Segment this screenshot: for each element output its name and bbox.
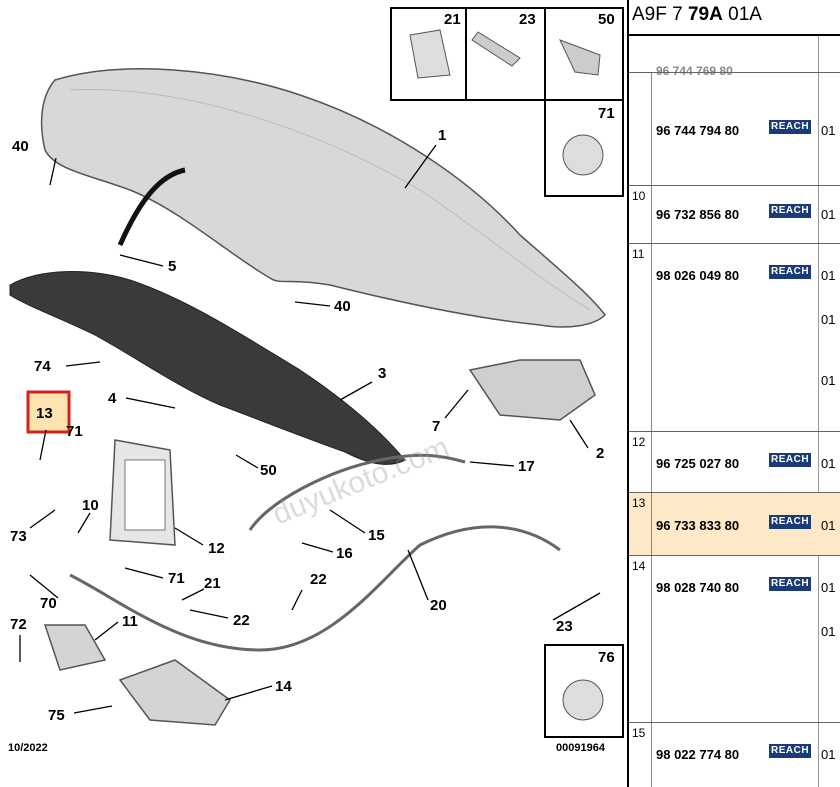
row-qty: 01 xyxy=(821,456,836,471)
reach-badge: REACH xyxy=(769,515,812,529)
part-number[interactable]: 96 725 027 80 xyxy=(656,456,740,471)
catalog-code: A9F 7 79A 01A xyxy=(632,4,762,26)
deflector[interactable] xyxy=(118,659,231,726)
callout: 5 xyxy=(168,258,176,275)
reach-badge: REACH xyxy=(769,744,812,758)
callout-labels: 1 2 3 4 5 7 10 11 12 13 14 15 16 17 20 2… xyxy=(10,127,604,724)
row-index: 15 xyxy=(629,723,652,787)
table-qty-divider xyxy=(818,36,819,787)
table-row[interactable]: 12 96 725 027 80 REACH 01 xyxy=(629,431,840,492)
insulation-pad[interactable] xyxy=(9,271,406,465)
inset-label: 76 xyxy=(598,649,615,666)
row-qty: 01 xyxy=(821,624,836,639)
row-qty: 01 xyxy=(821,747,836,762)
callout: 11 xyxy=(122,613,138,630)
callout: 12 xyxy=(208,540,225,557)
code-bold: 79A xyxy=(687,4,723,25)
callout: 2 xyxy=(596,445,604,462)
row-index: 14 xyxy=(629,556,652,722)
hood-hinge[interactable] xyxy=(468,359,596,421)
row-index: 13 xyxy=(629,493,652,555)
callout: 50 xyxy=(260,462,277,479)
callout: 71 xyxy=(168,570,185,587)
row-qty: 01 xyxy=(821,373,836,388)
code-suffix: 01A xyxy=(722,4,762,25)
hood-panel[interactable] xyxy=(40,68,606,328)
callout: 72 xyxy=(10,616,27,633)
callout: 74 xyxy=(34,358,51,375)
callout: 17 xyxy=(518,458,535,475)
diagram-ref: 00091964 xyxy=(556,742,606,754)
callout: 70 xyxy=(40,595,57,612)
callout: 71 xyxy=(66,423,83,440)
table-row[interactable]: 14 98 028 740 80 REACH 01 01 xyxy=(629,555,840,722)
support-rod[interactable] xyxy=(248,453,466,531)
release-cable[interactable] xyxy=(69,525,561,652)
reach-badge: REACH xyxy=(769,120,812,134)
table-row[interactable]: 96 744 794 80 REACH 01 xyxy=(629,72,840,185)
part-number[interactable]: 96 733 833 80 xyxy=(656,518,740,533)
callout: 20 xyxy=(430,597,447,614)
table-row[interactable]: 15 98 022 774 80 REACH 01 xyxy=(629,722,840,787)
callout: 21 xyxy=(204,575,221,592)
part-number[interactable]: 98 026 049 80 xyxy=(656,268,740,283)
callout: 13 xyxy=(36,405,53,422)
callout: 15 xyxy=(368,527,385,544)
parts-diagram: 21 23 50 71 76 1 2 3 4 5 7 10 11 12 13 1… xyxy=(8,7,624,754)
callout: 22 xyxy=(233,612,250,629)
callout: 23 xyxy=(556,618,573,635)
callout: 40 xyxy=(334,298,351,315)
row-qty: 01 xyxy=(821,268,836,283)
part-number[interactable]: 96 744 794 80 xyxy=(656,123,740,138)
table-row[interactable]: 11 98 026 049 80 REACH 01 01 01 xyxy=(629,243,840,431)
inset-labels: 21 23 50 71 76 xyxy=(444,11,615,666)
callout: 14 xyxy=(275,678,292,695)
reach-badge: REACH xyxy=(769,204,812,218)
inset-label: 50 xyxy=(598,11,615,28)
row-index: 12 xyxy=(629,432,652,492)
callout: 10 xyxy=(82,497,99,514)
table-row[interactable]: 13 96 733 833 80 REACH 01 xyxy=(629,492,840,555)
header-divider xyxy=(629,34,840,36)
inset-label: 21 xyxy=(444,11,461,28)
inset-label: 23 xyxy=(519,11,536,28)
reach-badge: REACH xyxy=(769,265,812,279)
code-prefix: A9F 7 xyxy=(632,4,688,25)
callout: 22 xyxy=(310,571,327,588)
selected-callout-box[interactable] xyxy=(26,390,71,434)
row-index: 11 xyxy=(629,244,652,431)
callout: 7 xyxy=(432,418,440,435)
row-qty: 01 xyxy=(821,312,836,327)
callout: 3 xyxy=(378,365,386,382)
callout: 75 xyxy=(48,707,65,724)
inset-label: 71 xyxy=(598,105,615,122)
part-number[interactable]: 98 028 740 80 xyxy=(656,580,740,595)
row-qty: 01 xyxy=(821,580,836,595)
callout: 16 xyxy=(336,545,353,562)
callout: 73 xyxy=(10,528,27,545)
row-qty: 01 xyxy=(821,123,836,138)
leader-lines xyxy=(19,144,601,714)
part-number[interactable]: 96 732 856 80 xyxy=(656,207,740,222)
panel-separator xyxy=(627,0,629,787)
row-qty: 01 xyxy=(821,207,836,222)
callout: 40 xyxy=(12,138,29,155)
callout: 4 xyxy=(108,390,117,407)
row-index xyxy=(629,73,652,185)
cropped-part-number: 96 744 769 80 xyxy=(656,64,733,78)
callout: 1 xyxy=(438,127,446,144)
part-number[interactable]: 98 022 774 80 xyxy=(656,747,740,762)
reach-badge: REACH xyxy=(769,577,812,591)
diagram-date: 10/2022 xyxy=(8,742,48,754)
bracket[interactable] xyxy=(43,624,107,671)
table-row[interactable]: 10 96 732 856 80 REACH 01 xyxy=(629,185,840,243)
reach-badge: REACH xyxy=(769,453,812,467)
row-index: 10 xyxy=(629,186,652,243)
row-qty: 01 xyxy=(821,518,836,533)
